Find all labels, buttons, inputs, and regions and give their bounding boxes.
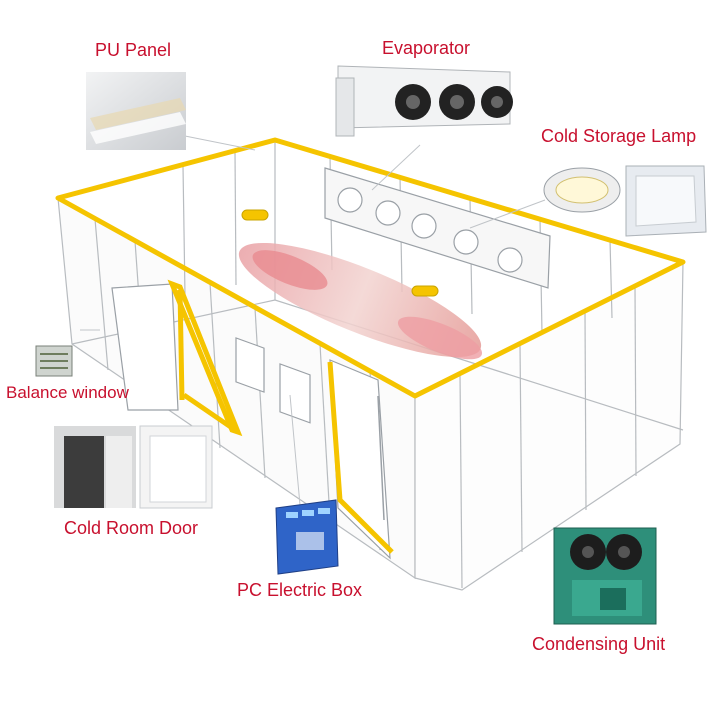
wall-control-panels [235,337,311,424]
cold-room-door-image [54,425,213,509]
label-pu-panel: PU Panel [95,40,172,60]
pc-electric-box-image [275,499,339,575]
ceiling-frame [55,137,686,399]
ceiling-lamp [241,209,269,221]
ceiling-lamp [411,285,439,297]
label-cold-room-door: Cold Room Door [64,518,199,538]
stored-food [238,242,483,360]
label-pc-electric-box: PC Electric Box [237,580,363,600]
callout-lines [80,134,546,506]
evaporator-in-room [324,167,551,289]
label-balance-window: Balance window [6,383,129,402]
label-condensing-unit: Condensing Unit [532,634,666,654]
pu-panel-image [86,72,186,150]
evaporator-image [335,65,513,137]
condensing-unit-image [553,527,657,625]
label-cold-storage-lamp: Cold Storage Lamp [541,126,697,146]
cold-storage-lamp-image [543,165,707,237]
balance-window-image [35,345,73,377]
door-front [327,359,394,560]
door-left [111,279,243,437]
label-evaporator: Evaporator [382,38,471,58]
